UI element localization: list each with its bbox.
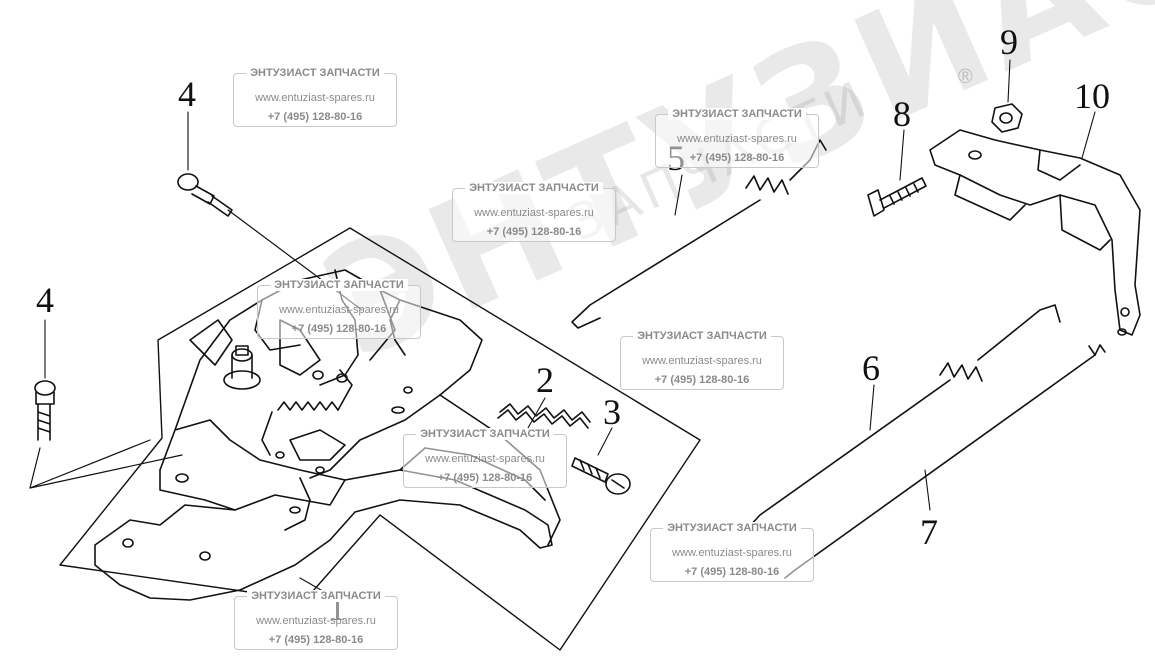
rod-7 — [784, 344, 1106, 579]
callout-4-left: 4 — [36, 280, 54, 320]
spring-2 — [497, 403, 591, 429]
callout-2: 2 — [536, 360, 554, 400]
leader-lines — [44, 59, 1096, 599]
callout-3: 3 — [603, 392, 621, 432]
bolt-4-left — [29, 380, 183, 489]
watermark-stamp: ЭНТУЗИАСТ ЗАПЧАСТИ www.entuziast-spares.… — [650, 522, 814, 582]
screw-3 — [571, 457, 631, 495]
watermark-stamp: ЭНТУЗИАСТ ЗАПЧАСТИ www.entuziast-spares.… — [655, 108, 819, 168]
registered-mark: ® — [958, 66, 973, 88]
callout-6: 6 — [862, 348, 880, 388]
watermark-stamp: ЭНТУЗИАСТ ЗАПЧАСТИ www.entuziast-spares.… — [620, 330, 784, 390]
watermark-stamp: ЭНТУЗИАСТ ЗАПЧАСТИ www.entuziast-spares.… — [452, 182, 616, 242]
watermark-stamp: ЭНТУЗИАСТ ЗАПЧАСТИ www.entuziast-spares.… — [234, 590, 398, 650]
callout-7: 7 — [920, 512, 938, 552]
callout-4-top: 4 — [178, 74, 196, 114]
watermark-stamp: ЭНТУЗИАСТ ЗАПЧАСТИ www.entuziast-spares.… — [403, 428, 567, 488]
callout-10: 10 — [1074, 76, 1110, 116]
watermark-stamp: ЭНТУЗИАСТ ЗАПЧАСТИ www.entuziast-spares.… — [233, 67, 397, 127]
bolt-8 — [867, 177, 927, 217]
watermark-stamp: ЭНТУЗИАСТ ЗАПЧАСТИ www.entuziast-spares.… — [257, 279, 421, 339]
rod-6 — [747, 304, 1061, 533]
callout-9: 9 — [1000, 22, 1018, 62]
callout-8: 8 — [893, 94, 911, 134]
bracket-10 — [929, 129, 1141, 336]
nut-9 — [991, 103, 1023, 133]
